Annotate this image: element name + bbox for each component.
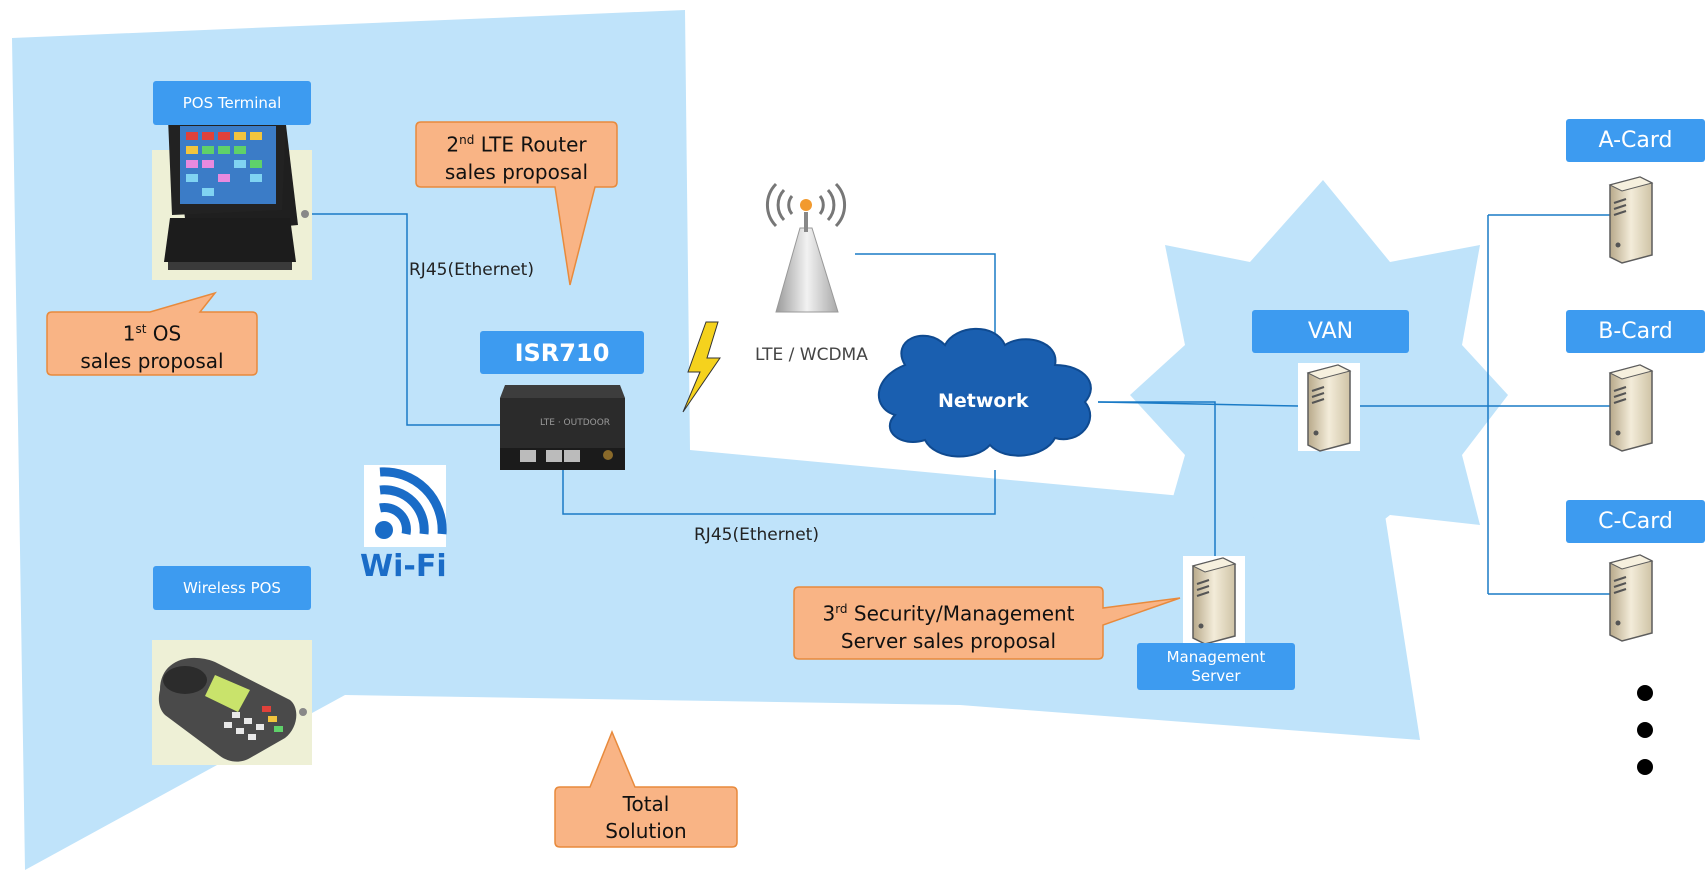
a-card-server-icon <box>1608 176 1654 264</box>
more-cards-dot-3 <box>1637 759 1653 775</box>
callout-second-sup: nd <box>459 133 475 147</box>
pos-to-router-line <box>305 213 500 426</box>
rj45-bottom-label: RJ45(Ethernet) <box>694 525 819 545</box>
wireless-pos-image <box>152 640 312 765</box>
callout-second-text: 2nd LTE Router sales proposal <box>416 127 617 186</box>
rj45-top-label: RJ45(Ethernet) <box>409 260 534 280</box>
b-card-label: B-Card <box>1566 310 1705 353</box>
management-server-icon <box>1183 556 1245 645</box>
router-to-network-line <box>562 470 996 515</box>
network-cloud-icon <box>878 327 1092 458</box>
pos-terminal-label: POS Terminal <box>153 81 311 125</box>
van-server-icon <box>1298 363 1360 452</box>
more-cards-dot-1 <box>1637 685 1653 701</box>
callout-total-text: Total Solution <box>555 791 737 845</box>
callout-second-ordinal: 2 <box>446 132 460 157</box>
callout-first-sup: st <box>135 322 147 336</box>
callout-first-shape <box>46 291 258 376</box>
callout-second-line2: sales proposal <box>444 159 589 184</box>
callout-total-line2: Solution <box>605 819 687 843</box>
lightning-icon <box>682 321 721 413</box>
network-label: Network <box>938 390 1029 412</box>
van-label: VAN <box>1252 310 1409 353</box>
isr710-router-image: LTE · OUTDOOR <box>500 385 625 470</box>
callout-third-ordinal: 3 <box>822 601 836 626</box>
pos-terminal-image <box>152 118 312 280</box>
callout-first-line1: OS <box>146 321 182 346</box>
antenna-tower-icon <box>765 182 847 313</box>
management-server-label-line1: Management <box>1166 647 1266 666</box>
callout-first-ordinal: 1 <box>122 321 136 346</box>
callout-third-line1: Security/Management <box>847 601 1075 626</box>
callout-first-text: 1st OS sales proposal <box>47 316 257 375</box>
svg-text:LTE · OUTDOOR: LTE · OUTDOOR <box>540 418 610 428</box>
a-card-label: A-Card <box>1566 119 1705 162</box>
c-card-label: C-Card <box>1566 500 1705 543</box>
callout-third-line2: Server sales proposal <box>840 628 1057 653</box>
callout-total-line1: Total <box>622 792 670 816</box>
callout-total-shape <box>554 730 738 848</box>
callout-third-shape <box>793 586 1181 660</box>
network-to-mgmt-line <box>1098 401 1216 556</box>
antenna-to-network-line <box>855 253 996 355</box>
management-server-label-line2: Server <box>1191 666 1241 685</box>
wireless-pos-label: Wireless POS <box>153 566 311 610</box>
wifi-icon <box>364 465 447 547</box>
management-server-label: Management Server <box>1137 643 1295 690</box>
callout-first-line2: sales proposal <box>80 348 224 373</box>
callout-third-text: 3rd Security/Management Server sales pro… <box>794 596 1103 655</box>
wifi-label: Wi-Fi <box>360 549 447 584</box>
callout-third-sup: rd <box>835 602 848 616</box>
c-card-server-icon <box>1608 554 1654 642</box>
more-cards-dot-2 <box>1637 722 1653 738</box>
callout-second-shape <box>415 121 618 286</box>
callout-second-line1: LTE Router <box>474 132 587 157</box>
isr710-label: ISR710 <box>480 331 644 374</box>
b-card-server-icon <box>1608 364 1654 452</box>
lte-wcdma-label: LTE / WCDMA <box>755 345 868 365</box>
